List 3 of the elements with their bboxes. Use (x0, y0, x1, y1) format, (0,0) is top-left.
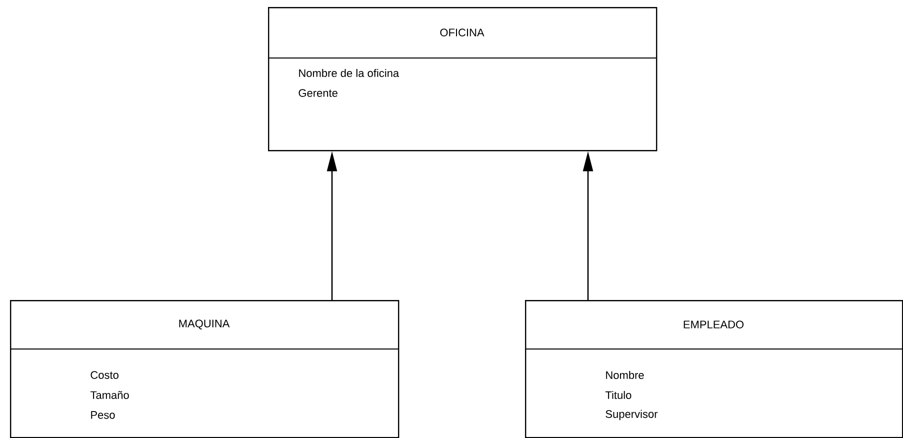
class-box: OFICINA Nombre de la oficina Gerente (268, 7, 658, 152)
class-box: EMPLEADO Nombre Titulo Supervisor (524, 300, 903, 438)
class-box: MAQUINA Costo Tamaño Peso (10, 300, 400, 438)
